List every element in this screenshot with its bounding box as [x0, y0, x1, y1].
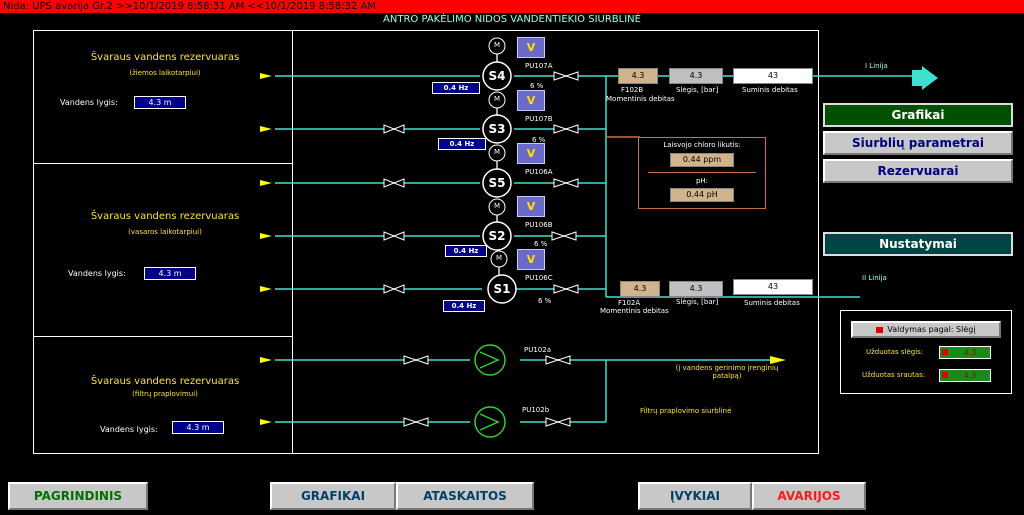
vfd-button-s5[interactable]: V	[517, 143, 545, 164]
pump-tag: PU106B	[525, 221, 553, 229]
nav-ataskaitos[interactable]: ATASKAITOS	[396, 482, 534, 510]
total-flow-label: Suminis debitas	[744, 299, 800, 307]
reservoir-title: Švaraus vandens rezervuaras	[90, 376, 240, 387]
motor-icon: M	[493, 41, 501, 49]
pump-s1-label[interactable]: S1	[493, 282, 511, 296]
pump-speed-percent: 6 %	[530, 82, 544, 90]
chlorine-label: Laisvojo chloro likutis:	[663, 141, 741, 149]
pressure-setpoint-text: 4.3	[963, 348, 977, 357]
pressure-line1-value: 4.3	[669, 68, 723, 84]
vfd-button-s4[interactable]: V	[517, 37, 545, 58]
motor-icon: M	[493, 148, 501, 156]
pressure-line2-value: 4.3	[669, 281, 723, 297]
pump-s4-label[interactable]: S4	[488, 69, 506, 83]
pump-speed-percent: 6 %	[538, 297, 552, 305]
level-value: 4.3 m	[144, 267, 196, 280]
settings-button[interactable]: Nustatymai	[823, 232, 1013, 256]
nav-avarijos[interactable]: AVARIJOS	[752, 482, 866, 510]
pump-s3-label[interactable]: S3	[488, 122, 506, 136]
level-label: Vandens lygis:	[68, 269, 126, 278]
flow-setpoint-value[interactable]: 4.3	[939, 369, 991, 382]
pump-frequency: 0.4 Hz	[445, 245, 487, 257]
frame-divider	[292, 30, 293, 454]
nav-grafikai[interactable]: GRAFIKAI	[270, 482, 396, 510]
chlorine-value: 0.44 ppm	[670, 153, 734, 167]
pump-frequency: 0.4 Hz	[438, 138, 486, 150]
level-value: 4.3 m	[134, 96, 186, 109]
frame-divider	[33, 336, 293, 337]
page-title: ANTRO PAKĖLIMO NIDOS VANDENTIEKIO SIURBL…	[383, 14, 641, 25]
nav-ivykiai[interactable]: ĮVYKIAI	[638, 482, 752, 510]
total-flow-line2-value: 43	[733, 279, 813, 295]
pump-parameters-button[interactable]: Siurblių parametrai	[823, 131, 1013, 155]
vfd-button-s2[interactable]: V	[517, 196, 545, 217]
destination-label: (į vandens gerinimo įrenginių patalpą)	[675, 364, 779, 380]
control-panel	[840, 310, 1012, 394]
motor-icon: M	[493, 202, 501, 210]
vfd-button-s1[interactable]: V	[517, 249, 545, 270]
reservoir-title: Švaraus vandens rezervuaras	[90, 52, 240, 63]
reservoir-subtitle: (vasaros laikotarpiui)	[128, 228, 202, 236]
control-mode-button[interactable]: Valdymas pagal: Slėgį	[851, 321, 1001, 338]
pressure-label: Slėgis, [bar]	[676, 86, 719, 94]
pump-speed-percent: 6 %	[532, 136, 546, 144]
vfd-button-s3[interactable]: V	[517, 90, 545, 111]
line2-label: II Linija	[862, 274, 887, 282]
process-frame	[33, 30, 819, 454]
chlorine-panel	[638, 137, 766, 209]
control-mode-label: Valdymas pagal: Slėgį	[887, 325, 976, 334]
lock-icon	[942, 349, 948, 355]
total-flow-label: Suminis debitas	[742, 86, 798, 94]
motor-icon: M	[493, 95, 501, 103]
lock-icon	[942, 372, 948, 378]
reservoir-title: Švaraus vandens rezervuaras	[90, 211, 240, 222]
pressure-label: Slėgis, [bar]	[676, 298, 719, 306]
pump-tag: PU106A	[525, 168, 553, 176]
reservoirs-button[interactable]: Rezervuarai	[823, 159, 1013, 183]
flow-label: Momentinis debitas	[600, 307, 669, 315]
pump-s5-label[interactable]: S5	[488, 176, 506, 190]
panel-divider	[648, 172, 756, 173]
flow-setpoint-text: 4.3	[963, 371, 977, 380]
flow-f102a-value: 4.3	[620, 281, 660, 297]
nav-pagrindinis[interactable]: PAGRINDINIS	[8, 482, 148, 510]
ph-label: pH:	[695, 177, 709, 185]
line1-label: I Linija	[865, 62, 888, 70]
flow-f102b-value: 4.3	[618, 68, 658, 84]
level-label: Vandens lygis:	[60, 98, 118, 107]
flow-setpoint-label: Užduotas srautas:	[862, 371, 926, 379]
pressure-setpoint-label: Užduotas slėgis:	[866, 348, 924, 356]
flow-tag: F102B	[621, 86, 644, 94]
level-label: Vandens lygis:	[100, 425, 158, 434]
level-value: 4.3 m	[172, 421, 224, 434]
pump-frequency: 0.4 Hz	[443, 300, 485, 312]
frame-divider	[33, 163, 293, 164]
alarm-banner[interactable]: Nida: UPS avarija Gr.2 >>10/1/2019 8:58:…	[0, 0, 1024, 13]
reservoir-subtitle: (žiemos laikotarpiui)	[129, 69, 201, 77]
total-flow-line1-value: 43	[733, 68, 813, 84]
pump-tag: PU107A	[525, 62, 553, 70]
pump-tag: PU102b	[522, 406, 550, 414]
pump-s2-label[interactable]: S2	[488, 229, 506, 243]
pump-speed-percent: 6 %	[534, 240, 548, 248]
destination-label: Filtrų praplovimo siurblinė	[640, 407, 732, 415]
lock-icon	[876, 326, 884, 333]
pressure-setpoint-value[interactable]: 4.3	[939, 346, 991, 359]
pump-frequency: 0.4 Hz	[432, 82, 480, 94]
pump-tag: PU106C	[525, 274, 553, 282]
pump-tag: PU107B	[525, 115, 553, 123]
grafikai-button[interactable]: Grafikai	[823, 103, 1013, 127]
reservoir-subtitle: (filtrų praplovimui)	[132, 390, 198, 398]
flow-tag: F102A	[618, 299, 641, 307]
motor-icon: M	[495, 254, 503, 262]
pump-tag: PU102a	[524, 346, 551, 354]
ph-value: 0.44 pH	[670, 188, 734, 202]
flow-label: Momentinis debitas	[606, 95, 675, 103]
